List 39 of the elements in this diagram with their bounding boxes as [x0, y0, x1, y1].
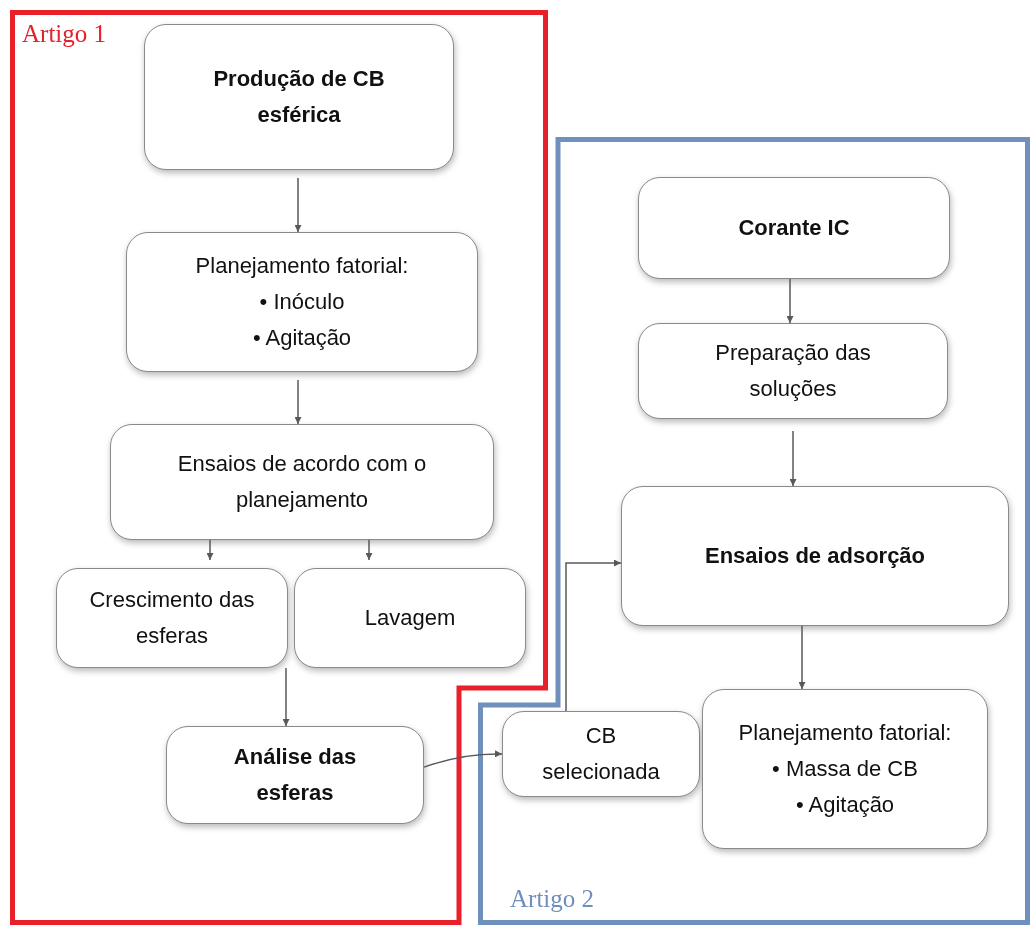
section-heading: Artigo 1: [22, 20, 107, 48]
arrow: [365, 539, 373, 561]
process-box: [702, 689, 988, 849]
box-title: Planejamento fatorial:: [738, 718, 952, 747]
process-box: [502, 711, 700, 797]
list-item: • Massa de CB: [772, 754, 918, 783]
arrow: [282, 667, 290, 727]
list-item: • Agitação: [252, 324, 352, 353]
arrow: [294, 177, 302, 233]
process-box: [56, 568, 288, 668]
arrow: [565, 559, 622, 712]
arrow: [786, 278, 794, 324]
box-text: Ensaios de acordo com o planejamento: [176, 449, 428, 514]
arrow: [294, 379, 302, 425]
box-text: CB selecionada: [541, 721, 661, 786]
process-box: [144, 24, 454, 170]
box-text: Preparação das soluções: [714, 338, 872, 403]
process-box: [294, 568, 526, 668]
process-box: [621, 486, 1009, 626]
process-box: [638, 177, 950, 279]
box-title: Corante IC: [738, 213, 850, 242]
arrow: [423, 750, 503, 768]
section-heading: Artigo 2: [510, 885, 595, 913]
box-title: Ensaios de adsorção: [704, 541, 926, 570]
process-box: [110, 424, 494, 540]
process-box: [166, 726, 424, 824]
arrow: [798, 625, 806, 690]
process-box: [638, 323, 948, 419]
list-item: • Agitação: [795, 791, 895, 820]
arrow: [789, 430, 797, 487]
box-title: Planejamento fatorial:: [195, 251, 409, 280]
box-title: Análise das esferas: [232, 742, 358, 807]
box-text: Crescimento das esferas: [88, 585, 256, 650]
list-item: • Inóculo: [259, 287, 345, 316]
box-text: Lavagem: [364, 603, 456, 632]
arrow: [206, 539, 214, 561]
section-frame: [476, 137, 1031, 925]
process-box: [126, 232, 478, 372]
box-title: Produção de CB esférica: [212, 64, 386, 129]
